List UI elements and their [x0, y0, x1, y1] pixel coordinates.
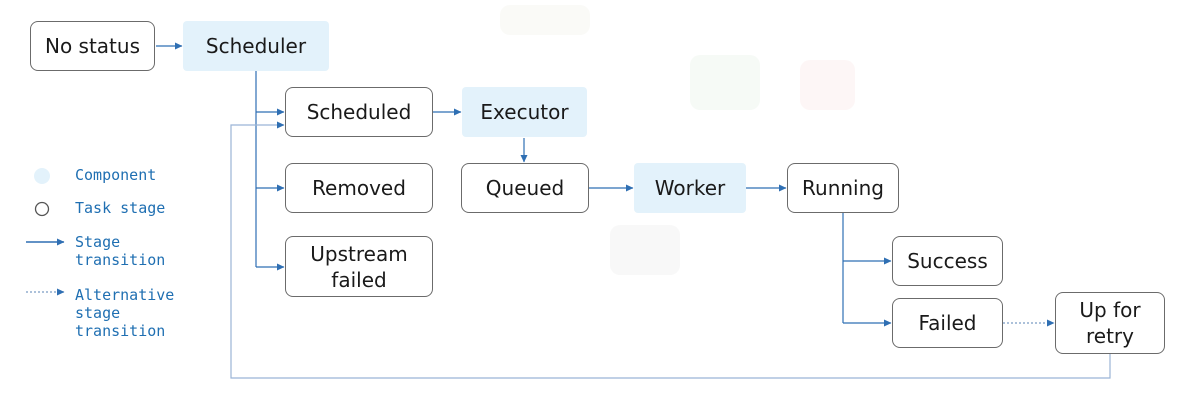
node-success: Success — [892, 236, 1003, 286]
background-decoration — [610, 225, 680, 275]
node-failed: Failed — [892, 298, 1003, 348]
background-decoration — [690, 55, 760, 110]
node-running: Running — [787, 163, 899, 213]
node-worker: Worker — [634, 163, 746, 213]
node-no-status: No status — [30, 21, 155, 71]
retry-loop-back-line — [230, 121, 1111, 379]
legend-label-alternative-transition: Alternative stage transition — [75, 286, 175, 340]
node-scheduled: Scheduled — [285, 87, 433, 137]
node-removed: Removed — [285, 163, 433, 213]
legend-label-task-stage: Task stage — [75, 199, 166, 217]
node-executor: Executor — [462, 87, 587, 137]
node-queued: Queued — [461, 163, 589, 213]
node-upstream-failed: Upstream failed — [285, 236, 433, 297]
background-decoration — [500, 5, 590, 35]
node-up-for-retry: Up for retry — [1055, 292, 1165, 354]
legend-label-component: Component — [75, 166, 157, 184]
legend-component-swatch — [34, 168, 50, 184]
node-scheduler: Scheduler — [183, 21, 329, 71]
legend-label-stage-transition: Stage transition — [75, 233, 166, 269]
background-decoration — [800, 60, 855, 110]
legend-task-stage-swatch — [34, 201, 50, 217]
